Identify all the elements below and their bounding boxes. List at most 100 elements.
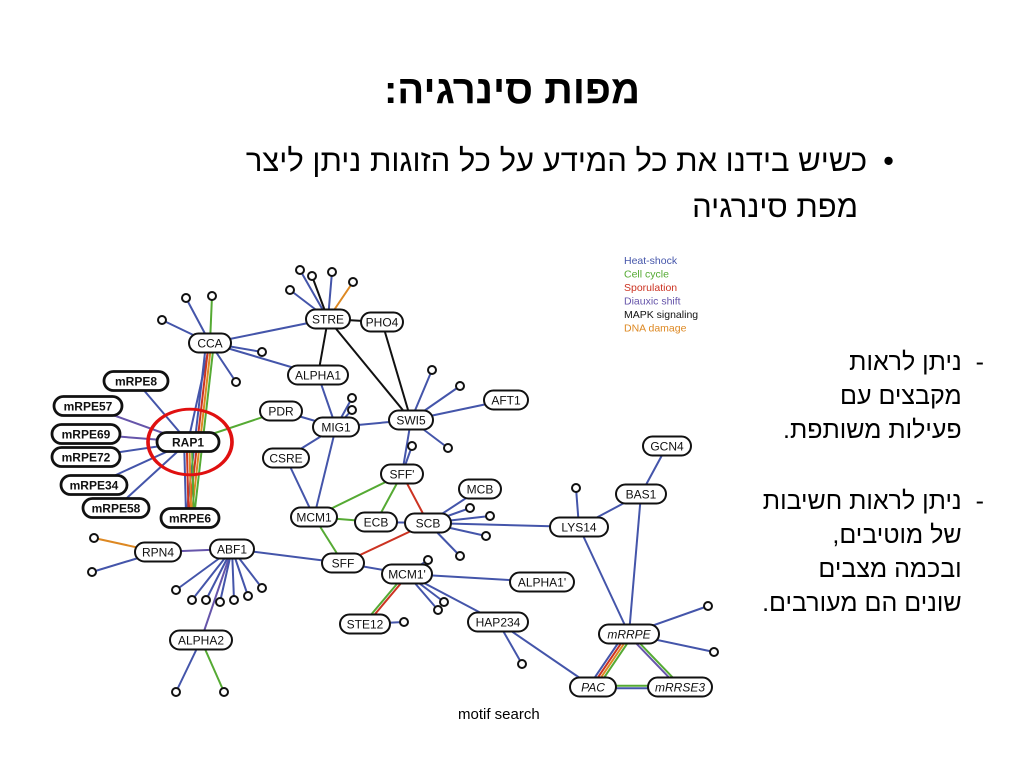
node-label: MCM1: [296, 511, 332, 525]
node-label: STRE: [312, 313, 344, 327]
node-label: CSRE: [269, 452, 302, 466]
edge-CCA-mRPE6: [187, 342, 210, 518]
node-mcb: MCB: [458, 478, 502, 500]
node-cca: CCA: [188, 332, 232, 354]
node-box: [50, 446, 122, 468]
edge-RAP1-mRPE6: [190, 441, 195, 518]
node-box: [134, 541, 182, 563]
node-label: SFF': [390, 468, 415, 482]
edge-RAP1-mRPE6: [183, 442, 188, 519]
node-label: mRPE58: [92, 502, 141, 516]
leaf-node: [439, 597, 449, 607]
leaf-node: [285, 285, 295, 295]
node-label: PHO4: [366, 316, 399, 330]
leaf-node: [455, 381, 465, 391]
leaf-node: [229, 595, 239, 605]
leaf-node: [427, 365, 437, 375]
node-box: [50, 423, 122, 445]
leaf-node: [187, 595, 197, 605]
leaf-node: [571, 483, 581, 493]
node-rpn4: RPN4: [134, 541, 182, 563]
side-point-motifs: -ניתן לראות חשיבות של מוטיבים, ובכמה מצב…: [714, 484, 984, 620]
leaf-node: [327, 267, 337, 277]
node-box: [549, 516, 609, 538]
side-point-marker: -: [975, 348, 984, 376]
node-box: [509, 571, 575, 593]
node-aft1: AFT1: [483, 389, 529, 411]
node-box: [647, 676, 713, 698]
node-box: [321, 552, 365, 574]
node-alpha1: ALPHA1: [287, 364, 349, 386]
node-box: [354, 511, 398, 533]
leaf-node: [347, 393, 357, 403]
side-point-text: ניתן לראות חשיבות של מוטיבים, ובכמה מצבי…: [762, 487, 962, 617]
node-label: STE12: [347, 618, 384, 632]
node-label: mRPE72: [62, 451, 111, 465]
node-hap234: HAP234: [467, 611, 529, 633]
node-label: MIG1: [321, 421, 351, 435]
node-box: [404, 512, 452, 534]
node-label: ALPHA2: [178, 634, 224, 648]
leaf-node: [703, 601, 713, 611]
main-bullet-line2: מפת סינרגיה: [692, 189, 858, 224]
node-mrpe8: mRPE8: [102, 370, 170, 392]
node-label: RAP1: [172, 436, 204, 450]
edge-ABF1-ALPHA2: [200, 548, 233, 641]
node-mrrpe: mRRPE: [598, 623, 660, 645]
leaf-node: [181, 293, 191, 303]
leaf-node: [465, 503, 475, 513]
rap1-highlight-circle: [146, 407, 234, 477]
node-box: [52, 395, 124, 417]
node-label: ALPHA1: [295, 369, 341, 383]
node-box: [642, 435, 692, 457]
node-label: ALPHA1': [518, 576, 566, 590]
node-label: SWI5: [396, 414, 426, 428]
node-box: [380, 463, 424, 485]
node-label: LYS14: [561, 521, 596, 535]
leaf-node: [455, 551, 465, 561]
node-label: mRPE8: [115, 375, 157, 389]
node-mig1: MIG1: [312, 416, 360, 438]
node-label: mRRPE: [607, 628, 651, 642]
node-label: AFT1: [491, 394, 521, 408]
legend-item: Cell cycle: [624, 269, 669, 281]
edge-CCA-mRPE6: [190, 343, 213, 519]
node-mrrse3: mRRSE3: [647, 676, 713, 698]
node-box: [569, 676, 617, 698]
leaf-node: [207, 291, 217, 301]
node-stre: STRE: [305, 308, 351, 330]
node-box: [81, 497, 151, 519]
edge-STRE-SWI5: [327, 318, 412, 421]
edge-CCA-mRPE6: [192, 343, 215, 519]
node-label: PDR: [268, 405, 294, 419]
leaf-node: [257, 583, 267, 593]
node-label: PAC: [581, 681, 605, 695]
main-bullet-line1: כשיש בידנו את כל המידע על כל הזוגות ניתן…: [245, 143, 868, 178]
node-box: [458, 478, 502, 500]
leaf-node: [231, 377, 241, 387]
bullet-marker: •: [883, 143, 894, 178]
leaf-node: [295, 265, 305, 275]
node-mcm1: MCM1: [290, 506, 338, 528]
node-box: [159, 507, 221, 529]
node-label: mRPE57: [64, 400, 113, 414]
node-label: GCN4: [650, 440, 684, 454]
node-swi5: SWI5: [388, 409, 434, 431]
node-mrpe57: mRPE57: [52, 395, 124, 417]
node-label: mRPE34: [70, 479, 119, 493]
leaf-node: [215, 597, 225, 607]
legend-item: DNA damage: [624, 323, 687, 335]
legend-item: Diauxic shift: [624, 296, 681, 308]
leaf-node: [407, 441, 417, 451]
node-box: [467, 611, 529, 633]
node-box: [305, 308, 351, 330]
node-mrpe72: mRPE72: [50, 446, 122, 468]
node-box: [290, 506, 338, 528]
node-csre: CSRE: [262, 447, 310, 469]
leaf-node: [89, 533, 99, 543]
node-label: MCB: [467, 483, 494, 497]
node-box: [259, 400, 303, 422]
leaf-node: [87, 567, 97, 577]
node-box: [188, 332, 232, 354]
